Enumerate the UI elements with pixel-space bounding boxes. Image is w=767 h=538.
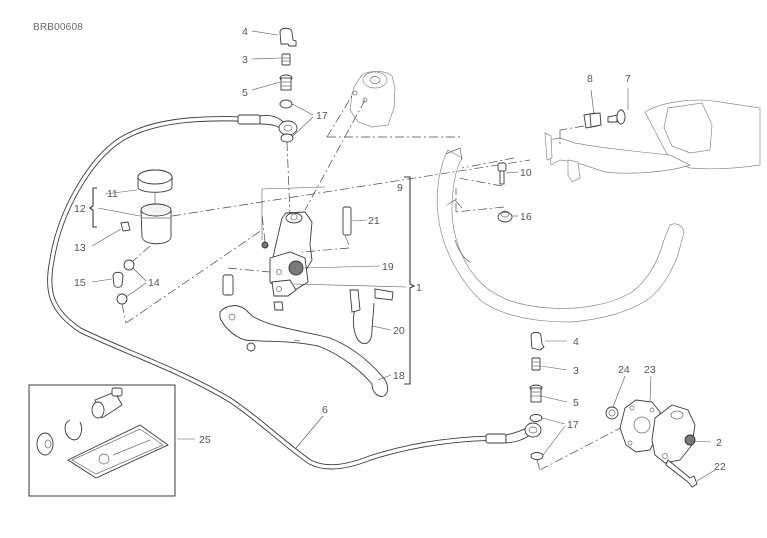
mount-tab [567,159,581,183]
callout-9[interactable]: 9 [397,182,403,194]
callout-16[interactable]: 16 [520,211,532,223]
callout-3-bottom[interactable]: 3 [573,365,579,377]
callout-6[interactable]: 6 [322,404,328,416]
callout-25[interactable]: 25 [199,434,211,446]
callout-5-top[interactable]: 5 [242,87,248,99]
clutch-lever [219,305,389,397]
callout-12[interactable]: 12 [74,203,86,215]
repair-kit-box [28,384,176,497]
callout-17-top[interactable]: 17 [316,110,328,122]
callout-4-top[interactable]: 4 [242,26,248,38]
fluid-reservoir-group [112,159,531,324]
handguard-shell [436,149,685,323]
slave-cylinder-group [605,399,698,488]
leader-lines [89,30,716,482]
callout-2[interactable]: 2 [716,437,722,449]
mirror-clamp [304,71,462,211]
callout-20[interactable]: 20 [393,325,405,337]
top-bleed-stack [279,27,297,216]
callout-5-bottom[interactable]: 5 [573,397,579,409]
callout-13[interactable]: 13 [74,242,86,254]
callout-23[interactable]: 23 [644,364,656,376]
callout-3-top[interactable]: 3 [242,54,248,66]
mount-plate [544,132,553,161]
bottom-banjo-eye [524,422,542,438]
handguard-assembly [436,99,761,323]
callout-labels: 4 3 5 17 11 12 13 15 14 9 21 19 1 20 18 … [74,26,726,473]
callout-8[interactable]: 8 [587,73,593,85]
callout-10[interactable]: 10 [520,167,532,179]
pivot-bushing-19 [288,260,304,276]
callout-14[interactable]: 14 [148,277,160,289]
callout-1[interactable]: 1 [416,282,422,294]
callout-11[interactable]: 11 [107,188,118,200]
bleed-cap-top [279,27,297,47]
callout-19[interactable]: 19 [382,261,394,273]
callout-4-bottom[interactable]: 4 [573,336,579,348]
callout-15[interactable]: 15 [74,277,86,289]
assembly-bracket-1 [404,176,416,385]
callout-17-bottom[interactable]: 17 [567,419,579,431]
clutch-lever-group [219,176,416,397]
top-banjo-eye [278,120,298,136]
callout-24[interactable]: 24 [618,364,630,376]
callout-7[interactable]: 7 [625,73,631,85]
perch-fasteners [455,109,626,223]
slave-cylinder-2 [651,404,696,464]
clutch-hose [47,114,542,470]
callout-21[interactable]: 21 [368,215,380,227]
handguard-mount [547,137,691,174]
diagram-reference-code: BRB00608 [33,22,83,33]
screw-22 [665,459,698,488]
master-cylinder [261,206,352,311]
callout-22[interactable]: 22 [714,461,726,473]
grip-end-cover [663,102,713,154]
callout-18[interactable]: 18 [393,370,405,382]
